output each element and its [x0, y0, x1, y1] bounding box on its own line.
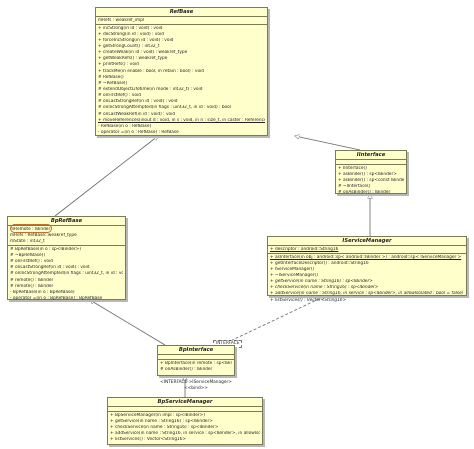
refbase-method-row: - RefBase(in o : RefBase): [98, 123, 152, 129]
refbase-method-row: # onLastWeakRef(in id : void) : void: [98, 111, 176, 117]
class-iinterface-title: IInterface: [336, 151, 406, 160]
mremote-highlight: [10, 224, 52, 233]
bprefbase-method-row: - BpRefBase(in o : BpRefBase): [10, 289, 75, 295]
bpservicemanager-method-row: + checkService(in name : String16) : sp<…: [110, 424, 219, 430]
inherit-bpinterface-bprefbase: [90, 300, 166, 346]
refbase-method-row: + moveReferences(inout d : void, in s : …: [98, 117, 265, 123]
bprefbase-method-row: # onLastStrongRef(in id : void) : void: [10, 265, 90, 271]
class-iservicemanager-methods: + asInterface(in obj : android::sp< andr…: [268, 254, 466, 304]
iservicemanager-method-row: + IServiceManager(): [270, 266, 315, 272]
iservicemanager-method-row: + getInterfaceDescriptor() : android::St…: [270, 260, 369, 266]
bpservicemanager-method-row: + BpServiceManager(in impl : sp<IBinder>…: [110, 412, 205, 418]
class-iservicemanager-fields: + descriptor : android::String16: [268, 246, 466, 255]
iservicemanager-method-row: + getService(in name : String16) : sp<IB…: [270, 279, 373, 285]
class-refbase-methods: + incStrong(in id : void) : void+ decStr…: [96, 25, 267, 137]
bprefbase-field-row: mRemote : IBinder: [10, 226, 51, 232]
refbase-method-row: + trackMe(in enable : bool, in retain : …: [98, 68, 205, 74]
class-bpservicemanager-methods: + BpServiceManager(in impl : sp<IBinder>…: [108, 412, 262, 444]
bprefbase-method-row: # ~BpRefBase(): [10, 253, 46, 259]
refbase-method-row: # extendObjectLifetime(in mode : int32_t…: [98, 87, 203, 93]
refbase-method-row: + incStrong(in id : void) : void: [98, 25, 163, 31]
iservicemanager-method-row: + ~IServiceManager(): [270, 273, 318, 279]
iservicemanager-method-row: + checkService(in name : String16) : sp<…: [270, 285, 379, 291]
refbase-method-row: + getWeakRefs() : weakref_type: [98, 56, 168, 62]
class-iinterface-methods: + IInterface()+ asBinder() : sp<IBinder>…: [336, 165, 406, 197]
iservicemanager-field-row: + descriptor : android::String16: [270, 246, 339, 252]
iservicemanager-method-row: + listServices() : Vector<String16>: [270, 297, 347, 303]
refbase-method-row: # onIncStrongAttempted(in flags : uint32…: [98, 105, 231, 111]
class-bpservicemanager-fields: [108, 407, 262, 412]
bprefbase-method-row: # remote() : IBinder: [10, 283, 54, 289]
class-iservicemanager[interactable]: IServiceManager + descriptor : android::…: [267, 236, 467, 303]
class-iinterface[interactable]: IInterface + IInterface()+ asBinder() : …: [335, 150, 407, 197]
class-iinterface-fields: [336, 160, 406, 165]
bind-label-2: <<bind>>: [184, 386, 208, 391]
inherit-bprefbase-refbase: [54, 136, 158, 217]
bprefbase-method-row: # onIncStrongAttempted(in flags : uint32…: [10, 271, 123, 277]
bind-label-1: <INTERFACE->IServiceManager>: [160, 380, 232, 385]
refbase-method-row: + printRefs() : void: [98, 62, 139, 68]
refbase-method-row: # onLastStrongRef(in id : void) : void: [98, 99, 178, 105]
class-bpinterface-methods: + BpInterface(in remote : sp<IBinder>)# …: [158, 360, 234, 373]
refbase-method-row: + getStrongCount() : int32_t: [98, 44, 160, 50]
refbase-method-row: # ~RefBase(): [98, 80, 128, 86]
bprefbase-field-row: mState : int32_t: [10, 238, 45, 244]
bprefbase-method-row: # remote() : IBinder: [10, 277, 54, 283]
iservicemanager-method-row: + addService(in name : String16, in serv…: [270, 291, 464, 297]
refbase-field-row: mRefs : weakref_impl: [98, 17, 145, 23]
iinterface-method-row: + IInterface(): [338, 165, 367, 171]
refbase-method-row: + createWeak(in id : void) : weakref_typ…: [98, 50, 188, 56]
refbase-method-row: # RefBase(): [98, 74, 124, 80]
class-refbase-fields: mRefs : weakref_impl: [96, 17, 267, 26]
class-bprefbase-methods: # BpRefBase(in o : sp<IBinder>)# ~BpRefB…: [8, 246, 125, 302]
refbase-method-row: + forceIncStrong(in id : void) : void: [98, 37, 174, 43]
iservicemanager-method-row: + asInterface(in obj : android::sp< andr…: [270, 254, 462, 260]
iinterface-method-row: # onAsBinder() : IBinder: [338, 190, 391, 196]
bpinterface-method-row: # onAsBinder() : IBinder: [160, 366, 213, 372]
class-bpservicemanager[interactable]: BpServiceManager + BpServiceManager(in i…: [107, 397, 263, 445]
class-bprefbase-title: BpRefBase: [8, 217, 125, 226]
class-bpinterface[interactable]: BpInterface + BpInterface(in remote : sp…: [157, 345, 235, 376]
bprefbase-method-row: # onFirstRef() : void: [10, 259, 53, 265]
refbase-method-row: # onFirstRef() : void: [98, 93, 141, 99]
bpinterface-method-row: + BpInterface(in remote : sp<IBinder>): [160, 360, 232, 366]
class-iservicemanager-title: IServiceManager: [268, 237, 466, 246]
inherit-bpinterface-iservicemanager: [221, 296, 325, 346]
refbase-method-row: - operator =(in o : RefBase) : RefBase: [98, 130, 179, 136]
class-refbase[interactable]: RefBase mRefs : weakref_impl + incStrong…: [95, 7, 268, 136]
iinterface-method-row: + asBinder() : sp<IBinder>: [338, 171, 397, 177]
class-bpinterface-fields: [158, 355, 234, 360]
refbase-method-row: + decStrong(in id : void) : void: [98, 31, 164, 37]
bpservicemanager-method-row: + getService(in name : String16) : sp<IB…: [110, 418, 213, 424]
class-bpinterface-title: BpInterface: [158, 346, 234, 355]
iinterface-method-row: + asBinder() : sp<const IBinder>: [338, 177, 404, 183]
iinterface-method-row: # ~IInterface(): [338, 183, 371, 189]
inherit-iinterface-refbase: [295, 136, 361, 151]
bprefbase-method-row: - operator =(in o : BpRefBase) : BpRefBa…: [10, 296, 103, 302]
bpservicemanager-method-row: + listServices() : Vector<String16>: [110, 437, 187, 443]
bpservicemanager-method-row: + addService(in name : String16, in serv…: [110, 430, 260, 436]
class-refbase-title: RefBase: [96, 8, 267, 17]
class-bpservicemanager-title: BpServiceManager: [108, 398, 262, 407]
bprefbase-method-row: # BpRefBase(in o : sp<IBinder>): [10, 246, 81, 252]
bprefbase-field-row: mRefs : RefBase::weakref_type: [10, 232, 77, 238]
